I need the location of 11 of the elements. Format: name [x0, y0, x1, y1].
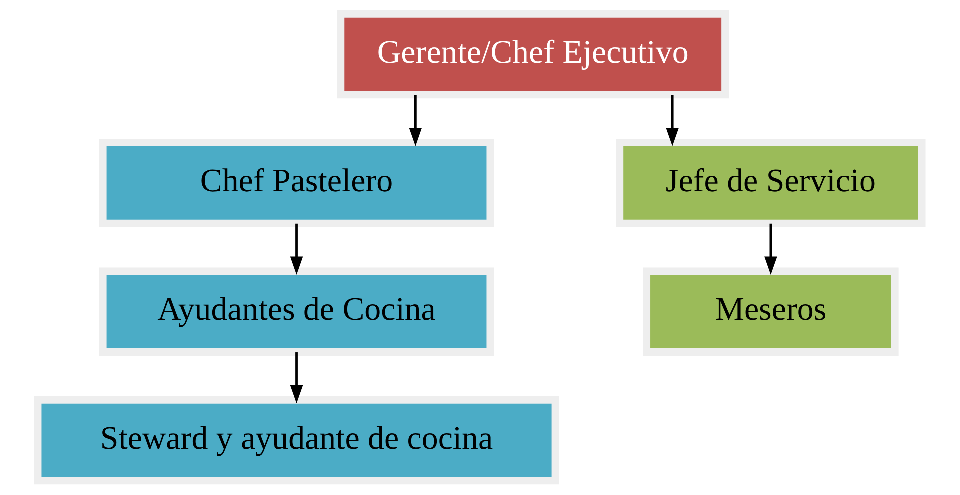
arrow: [409, 95, 422, 146]
arrow: [290, 224, 304, 276]
node-box: Chef Pastelero: [99, 139, 494, 228]
node-box: Meseros: [643, 268, 899, 356]
node-box: Gerente/Chef Ejecutivo: [337, 10, 730, 99]
node-box: Ayudantes de Cocina: [99, 268, 494, 356]
arrow: [290, 352, 304, 404]
arrow: [666, 95, 679, 146]
node-box: Jefe de Servicio: [616, 139, 926, 228]
node-box: Steward y ayudante de cocina: [34, 396, 560, 485]
arrow: [764, 224, 778, 276]
